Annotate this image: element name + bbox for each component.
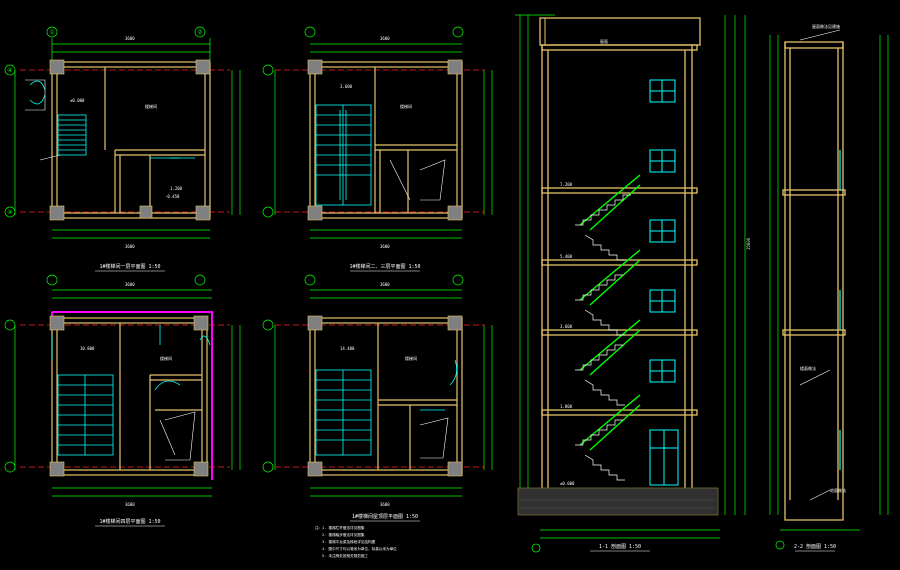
general-notes: 注： 1. 楼梯栏杆做法详见图集 2. 楼梯踏步做法详见图集 3. 楼梯平台梁及… [315, 525, 397, 558]
svg-text:3.600: 3.600 [560, 324, 573, 329]
svg-text:楼面做法: 楼面做法 [800, 365, 816, 371]
plan-fourth-floor: 10.800 楼梯间 3600 3600 1#楼梯间四层平面图 1:50 [4, 274, 241, 527]
svg-text:-0.450: -0.450 [165, 194, 180, 199]
svg-text:楼梯间: 楼梯间 [400, 103, 412, 109]
svg-text:15600: 15600 [746, 237, 751, 250]
plan-roof-level: 14.400 楼梯间 3600 3600 1#楼梯间屋顶层平面图 1:50 注：… [262, 274, 493, 558]
svg-text:注：: 注： [315, 525, 322, 530]
section-title-1: 1-1 剖面图 1:50 [599, 543, 641, 550]
svg-text:7.200: 7.200 [560, 182, 573, 187]
plan-first-floor: 楼梯间 1.200 -0.450 ±0.000 3600 3600 ① ② ④ … [4, 26, 241, 272]
svg-text:楼梯间: 楼梯间 [145, 103, 157, 109]
svg-text:5. 未注明处按相关规范施工: 5. 未注明处按相关规范施工 [322, 553, 368, 558]
svg-text:14.400: 14.400 [340, 346, 355, 351]
axis-bubble-left-bottom: ④ [7, 209, 12, 216]
svg-text:1.800: 1.800 [560, 404, 573, 409]
svg-text:3600: 3600 [380, 282, 390, 287]
svg-text:楼梯间: 楼梯间 [160, 355, 172, 361]
svg-text:1.200: 1.200 [170, 186, 183, 191]
plan-title-4: 1#楼梯间屋顶层平面图 1:50 [352, 513, 418, 520]
ground-hatch [517, 487, 719, 516]
svg-text:4. 图中尺寸均以毫米为单位，标高以米为单位: 4. 图中尺寸均以毫米为单位，标高以米为单位 [322, 546, 397, 551]
svg-text:2. 楼梯踏步做法详见图集: 2. 楼梯踏步做法详见图集 [322, 532, 365, 537]
plan-title-3: 1#楼梯间四层平面图 1:50 [99, 518, 160, 525]
svg-text:3.600: 3.600 [340, 84, 353, 89]
axis-bubble-top-right: ② [197, 29, 202, 36]
plan-title-2: 1#楼梯间二、三层平面图 1:50 [349, 263, 420, 270]
svg-text:±0.000: ±0.000 [70, 98, 85, 103]
section-1-1: 屋面 7.200 5.400 3.600 1.800 ±0.000 15600 … [515, 14, 751, 553]
plan-second-third-floor: 3.600 楼梯间 3600 3600 1#楼梯间二、三层平面图 1:50 [262, 26, 493, 272]
svg-text:3600: 3600 [125, 502, 135, 507]
svg-text:楼梯间: 楼梯间 [405, 355, 417, 361]
svg-text:3600: 3600 [380, 244, 390, 249]
svg-text:3600: 3600 [380, 36, 390, 41]
svg-text:3600: 3600 [380, 502, 390, 507]
axis-bubble-top-left: ① [49, 29, 54, 36]
svg-text:3600: 3600 [125, 244, 135, 249]
axis-bubble-left-top: ④ [7, 67, 12, 74]
svg-text:5.400: 5.400 [560, 254, 573, 259]
svg-text:±0.000: ±0.000 [560, 481, 575, 486]
section-2-2: 屋面做法见建施 楼面做法 地面做法 2-2 剖面图 1:50 [769, 23, 889, 552]
svg-text:屋面: 屋面 [600, 38, 608, 44]
section-title-2: 2-2 剖面图 1:50 [794, 543, 836, 550]
svg-text:1. 楼梯栏杆做法详见图集: 1. 楼梯栏杆做法详见图集 [322, 525, 365, 530]
svg-text:3600: 3600 [125, 36, 135, 41]
plan-title-1: 1#楼梯间一层平面图 1:50 [99, 263, 160, 270]
svg-text:3600: 3600 [125, 282, 135, 287]
svg-text:屋面做法见建施: 屋面做法见建施 [812, 23, 840, 29]
svg-text:地面做法: 地面做法 [830, 487, 846, 493]
svg-text:3. 楼梯平台梁及梯段详见结构图: 3. 楼梯平台梁及梯段详见结构图 [322, 539, 376, 544]
svg-text:10.800: 10.800 [80, 346, 95, 351]
